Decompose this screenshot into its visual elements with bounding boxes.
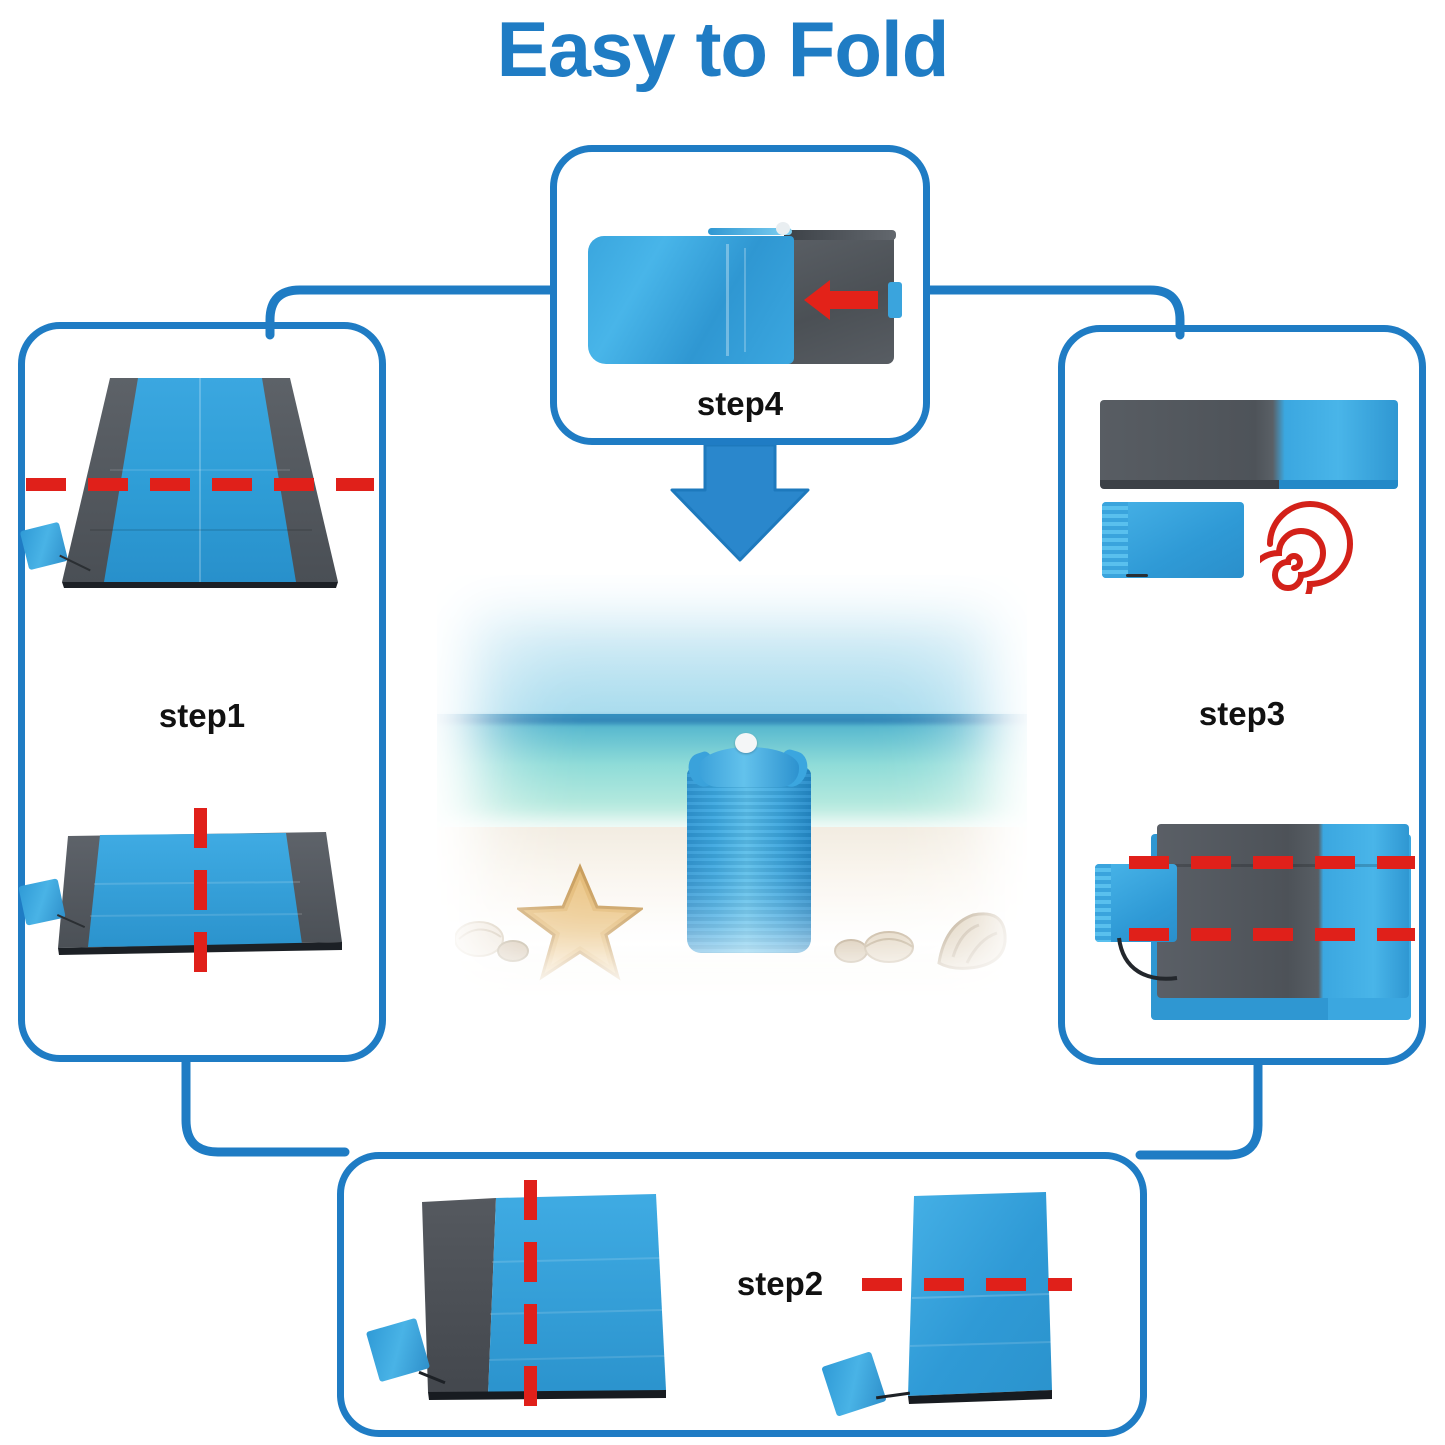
sack-drawcord-toggle (735, 733, 757, 753)
fold-line-horizontal (862, 1278, 1072, 1291)
blue-folded-mat (588, 236, 794, 364)
pouch-cord (1117, 937, 1178, 981)
attached-pouch (18, 878, 66, 926)
step2-image-mat-folded-tall (365, 1180, 670, 1410)
step4-image-mat-stuffed-into-pouch (588, 222, 902, 372)
fold-line-horizontal (1129, 928, 1415, 941)
pouch-side-tab (888, 282, 902, 318)
pouch-drawstring (1126, 574, 1148, 577)
step4-panel[interactable] (550, 145, 930, 445)
mat-crease (744, 248, 746, 352)
sack-ribbing (687, 767, 811, 953)
step4-label: step4 (696, 385, 784, 422)
folded-bar (1100, 400, 1398, 488)
page-title: Easy to Fold (496, 5, 950, 93)
horizon-band (437, 715, 1027, 724)
step2-image-mat-folded-narrow-strip (821, 1190, 1072, 1417)
seashells-right (834, 912, 1007, 970)
step2-label: step2 (736, 1265, 824, 1302)
sack-neck (699, 747, 799, 787)
stuff-sack (683, 725, 815, 953)
fold-line-vertical (524, 1180, 537, 1410)
drawcord (708, 228, 792, 235)
starfish (517, 863, 643, 981)
pouch-seam (784, 230, 896, 240)
pouch-elastic-gather (1102, 502, 1128, 578)
beach-scene (437, 575, 1027, 995)
red-left-arrow-icon (804, 280, 878, 320)
step3-image-mat-folded-square (1095, 812, 1415, 1032)
step1-image-mat-folded-in-half (18, 808, 346, 986)
fold-line-vertical (194, 808, 207, 986)
mat-crease (726, 244, 729, 356)
cord-toggle (776, 222, 790, 235)
bar-edge-shadow (1100, 480, 1398, 489)
fold-line-horizontal (26, 478, 374, 491)
step2-panel[interactable] (337, 1152, 1147, 1437)
sack-body (687, 767, 811, 953)
step1-panel[interactable] (18, 322, 386, 1062)
step1-image-flat-mat-spread (19, 370, 374, 605)
seashells-left (455, 921, 529, 962)
sky (437, 575, 1027, 718)
step3-label: step3 (1198, 695, 1286, 732)
step3-image-mat-rolled-strip (1100, 400, 1400, 594)
gray-pad (1157, 824, 1409, 998)
step1-label: step1 (158, 697, 246, 734)
down-arrow-icon (670, 443, 810, 562)
fold-line-horizontal (1129, 856, 1415, 869)
roll-spiral-icon (1260, 501, 1353, 594)
pouch-elastic-gather (1095, 864, 1111, 942)
step3-panel[interactable] (1058, 325, 1426, 1065)
